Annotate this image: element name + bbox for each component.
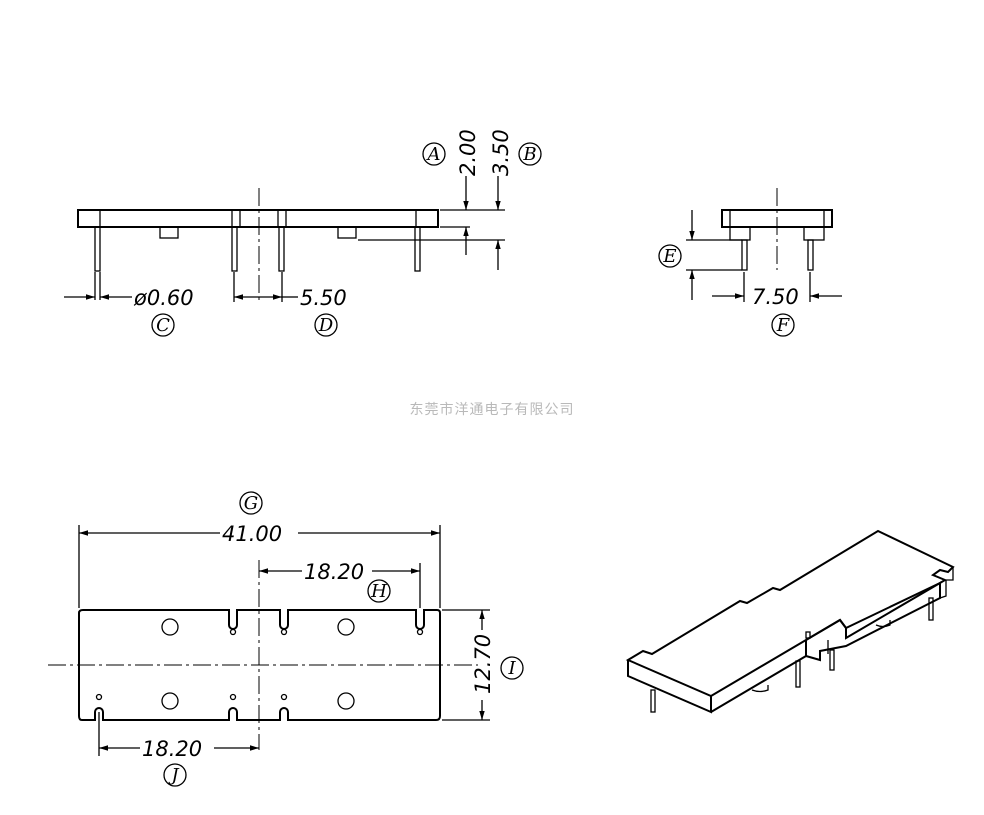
dim-h-balloon — [367, 579, 391, 603]
dim-i-value: 12.70 — [471, 634, 495, 694]
standoff-bump — [159, 226, 179, 239]
dim-j-value: 18.20 — [142, 737, 202, 761]
dim-b-balloon — [518, 142, 542, 166]
dim-f-balloon — [771, 313, 795, 337]
dim-g-value: 41.00 — [222, 522, 282, 546]
iso-front-edge — [710, 640, 807, 713]
side-view: E 7.50 F — [658, 188, 842, 337]
dim-a-value: 2.00 — [456, 129, 480, 176]
standoff-bump — [337, 226, 357, 239]
dim-g-letter: G — [244, 493, 258, 514]
iso-right-block — [805, 581, 941, 662]
front-view: 2.00 3.50 A B ø0.60 C 5.50 D — [64, 129, 542, 337]
dim-b-value: 3.50 — [489, 129, 513, 176]
dim-e-balloon — [658, 244, 682, 268]
front-body-outline — [77, 209, 439, 228]
dim-d-balloon — [314, 313, 338, 337]
company-watermark: 东莞市洋通电子有限公司 — [410, 401, 575, 418]
dim-d-value: 5.50 — [300, 286, 347, 310]
dim-a-letter: A — [426, 144, 441, 165]
dim-g-balloon — [239, 491, 263, 515]
dim-c-letter: C — [156, 315, 170, 336]
dim-j-letter: J — [167, 765, 180, 786]
dim-j-balloon — [163, 763, 187, 787]
dim-e-letter: E — [662, 246, 676, 267]
dim-c-balloon — [151, 313, 175, 337]
dim-f-value: 7.50 — [752, 285, 799, 309]
iso-pins — [650, 597, 934, 713]
dim-h-value: 18.20 — [304, 560, 364, 584]
dim-i-balloon — [500, 656, 524, 680]
front-pins — [94, 226, 421, 272]
iso-left-edge — [627, 660, 712, 714]
dim-b-letter: B — [522, 144, 536, 165]
top-view: 41.00 G 18.20 H 12.70 I 18.20 J — [48, 491, 524, 787]
dim-h-letter: H — [370, 581, 387, 602]
dim-d-letter: D — [318, 315, 334, 336]
side-pins — [741, 239, 814, 271]
dim-a-balloon — [422, 142, 446, 166]
iso-top-face — [625, 529, 955, 698]
dim-i-letter: I — [507, 658, 516, 679]
dim-f-letter: F — [776, 315, 791, 336]
dim-c-value: ø0.60 — [133, 286, 194, 310]
isometric-view — [625, 529, 955, 714]
